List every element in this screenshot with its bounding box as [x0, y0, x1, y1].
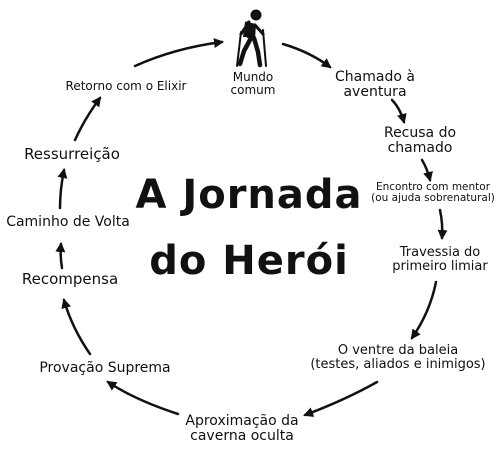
arrow-recusa-to-mentor: [420, 158, 433, 182]
arrow-caminho-to-ressurreicao: [57, 168, 68, 210]
hiker-icon: [234, 8, 270, 68]
arrow-chamado-to-recusa: [390, 98, 407, 124]
arrow-retorno-to-mundo: [133, 38, 224, 68]
arrow-recompensa-to-caminho: [55, 242, 66, 270]
diagram-title-line1: A Jornada: [135, 172, 363, 218]
stage-aproximacao-caverna: Aproximação da caverna oculta: [185, 413, 299, 444]
stage-recompensa: Recompensa: [21, 270, 119, 288]
stage-recusa-chamado: Recusa do chamado: [383, 125, 457, 156]
arrow-aproximacao-to-provacao: [106, 380, 180, 416]
stage-mundo-comum: Mundo comum: [230, 70, 276, 97]
arrow-provacao-to-recompensa: [61, 298, 92, 356]
stage-travessia-limiar: Travessia do primeiro limiar: [392, 245, 488, 274]
arrow-travessia-to-ventre: [410, 280, 438, 340]
arrow-mundo-to-chamado: [281, 42, 332, 69]
arrow-ressurreicao-to-retorno: [73, 96, 102, 142]
arrow-ventre-to-aproximacao: [303, 380, 379, 417]
stage-provacao-suprema: Provação Suprema: [39, 360, 171, 376]
stage-encontro-mentor: Encontro com mentor (ou ajuda sobrenatur…: [371, 181, 495, 205]
stage-caminho-volta: Caminho de Volta: [6, 214, 130, 230]
stage-ventre-baleia: O ventre da baleia (testes, aliados e in…: [310, 343, 486, 372]
stage-retorno-elixir: Retorno com o Elixir: [65, 79, 187, 93]
stage-ressurreicao: Ressurreição: [24, 145, 120, 163]
arrow-mentor-to-travessia: [437, 208, 448, 240]
stage-chamado-aventura: Chamado à aventura: [335, 69, 415, 100]
diagram-title-line2: do Herói: [149, 238, 349, 284]
